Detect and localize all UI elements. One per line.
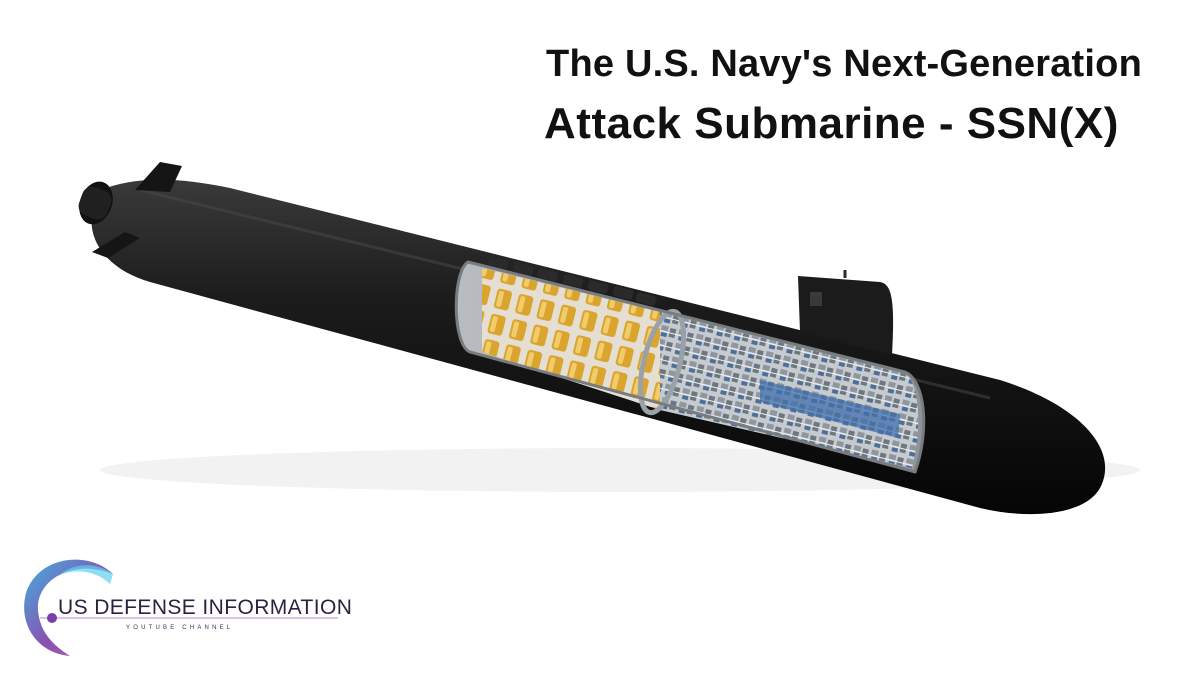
logo-name: US DEFENSE INFORMATION: [58, 596, 353, 619]
headline: The U.S. Navy's Next-Generation Attack S…: [544, 40, 1142, 152]
headline-line-1: The U.S. Navy's Next-Generation: [546, 43, 1142, 85]
bulkhead: [637, 308, 687, 416]
lower-rudder: [92, 232, 140, 258]
logo-swirl-icon: [24, 559, 338, 656]
upper-rudder: [135, 162, 182, 192]
control-consoles: [760, 380, 900, 438]
payload-module: [482, 268, 660, 410]
propulsor-ring: [78, 186, 112, 220]
headline-line-2: Attack Submarine - SSN(X): [544, 99, 1119, 148]
tube-caps: [487, 256, 657, 306]
cutaway-rim: [454, 260, 926, 474]
sail-window: [810, 292, 822, 306]
channel-logo: US DEFENSE INFORMATION YOUTUBE CHANNEL: [18, 548, 358, 668]
logo-subtitle: YOUTUBE CHANNEL: [126, 625, 234, 631]
